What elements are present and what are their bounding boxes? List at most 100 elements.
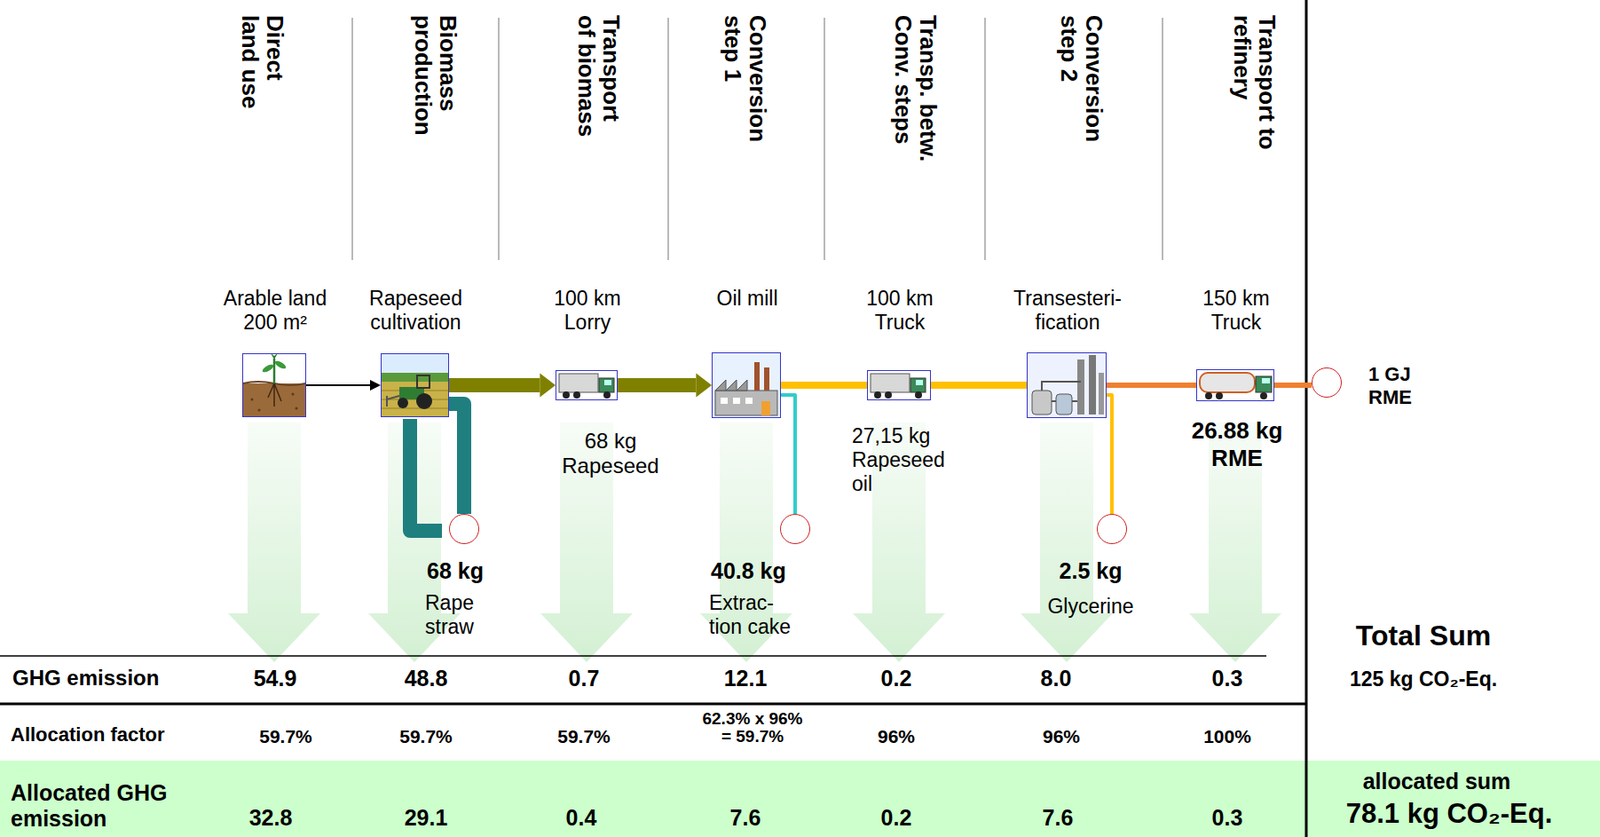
drawing-part bbox=[258, 409, 261, 412]
label-holder: Allocation factor bbox=[10, 723, 224, 747]
label-holder: 96% bbox=[851, 725, 941, 749]
label-holder: 0.4 bbox=[536, 804, 626, 832]
output-label: Glycerine bbox=[1028, 594, 1153, 619]
label-holder: 125 kg CO₂-Eq. bbox=[1316, 667, 1530, 692]
label-holder: Oil mill bbox=[685, 286, 810, 311]
process-box: Arable land 200 m² bbox=[242, 353, 307, 418]
label-holder: 62.3% x 96% = 59.7% bbox=[697, 709, 809, 746]
flow-connector bbox=[306, 384, 371, 387]
drawing-part bbox=[1020, 422, 1113, 663]
label-holder: 1 GJ RME bbox=[1368, 362, 1424, 410]
label-holder: allocated sum bbox=[1321, 768, 1553, 796]
label-holder: Rape straw bbox=[425, 591, 497, 639]
row-header: GHG emission bbox=[12, 665, 217, 691]
drawing-part bbox=[1255, 376, 1272, 393]
flow-connector bbox=[1106, 382, 1197, 388]
column-header: Biomass production bbox=[410, 15, 461, 144]
drawing-part bbox=[984, 17, 986, 261]
output-circle: 40.8 kgExtrac-tion cake bbox=[780, 513, 811, 544]
process-box: 100 km Truck bbox=[866, 370, 931, 401]
drawing-part bbox=[1161, 17, 1163, 261]
drawing-part bbox=[417, 375, 430, 388]
label-holder: Total Sum bbox=[1316, 619, 1530, 654]
drawing-part bbox=[874, 391, 882, 399]
label-holder: Extrac-tion cake bbox=[709, 591, 798, 639]
label-holder: 100% bbox=[1182, 725, 1272, 749]
drawing-part bbox=[251, 398, 254, 402]
label-holder: Transesteri-fication bbox=[1005, 286, 1130, 335]
process-box: 150 km Truck bbox=[1196, 369, 1275, 402]
label-holder: 59.7% bbox=[381, 725, 471, 749]
label-holder: 59.7% bbox=[539, 725, 629, 749]
drawing-part bbox=[915, 379, 923, 386]
process-label: 100 km Lorry bbox=[534, 286, 641, 335]
drawing-part bbox=[1260, 392, 1268, 400]
oil-mill-icon bbox=[711, 352, 781, 418]
row-header: Allocated GHG emission bbox=[10, 780, 189, 832]
table-cell: 0.2 bbox=[851, 804, 941, 832]
table-cell: 100% bbox=[1182, 725, 1272, 749]
label-holder: 0.2 bbox=[851, 665, 941, 693]
drawing-part bbox=[573, 391, 581, 399]
drawing-part bbox=[416, 393, 433, 410]
drawing-part bbox=[866, 370, 931, 401]
drawing-part bbox=[555, 370, 618, 401]
flow-connector bbox=[780, 394, 796, 514]
flow-connector bbox=[930, 381, 1027, 389]
column-header: Conversion step 2 bbox=[1056, 15, 1107, 158]
drawing-part bbox=[386, 395, 400, 407]
process-box: Oil mill bbox=[711, 352, 781, 418]
drawing-part bbox=[291, 393, 295, 396]
label-holder: Conversion step 2 bbox=[1056, 15, 1107, 158]
sum-value: 125 kg CO₂-Eq. bbox=[1316, 667, 1530, 692]
land-icon bbox=[242, 353, 307, 418]
label-holder: 96% bbox=[1016, 725, 1106, 749]
label-holder: 68 kg Rapeseed bbox=[557, 428, 664, 480]
table-cell: 0.4 bbox=[536, 804, 626, 832]
allocated-band bbox=[0, 760, 1600, 837]
column-header: Transp. betw. Conv. steps bbox=[890, 15, 941, 171]
table-cell: 96% bbox=[1016, 725, 1106, 749]
drawing-part bbox=[754, 362, 760, 391]
sum-heading: allocated sum bbox=[1321, 768, 1553, 796]
drawing-part bbox=[260, 362, 275, 374]
table-cell: 12.1 bbox=[701, 665, 790, 693]
output-circle: 68 kgRape straw bbox=[449, 513, 480, 544]
drawing-part bbox=[1056, 394, 1072, 415]
output-label: 1 GJ RME bbox=[1368, 362, 1424, 410]
transesterification-icon bbox=[1026, 352, 1107, 418]
drawing-part bbox=[497, 17, 499, 261]
drawing-part bbox=[559, 373, 599, 393]
label-holder: 12.1 bbox=[701, 665, 790, 693]
sum-divider bbox=[1305, 0, 1309, 837]
table-cell: 0.7 bbox=[539, 665, 629, 693]
label-holder: Direct land use bbox=[237, 15, 288, 122]
drawing-part bbox=[1032, 390, 1052, 415]
label-holder: 2.5 kg bbox=[1028, 558, 1153, 585]
cultivation-icon bbox=[380, 353, 450, 418]
label-holder: 27,15 kg Rapeseed oil bbox=[851, 424, 954, 497]
table-cell: 48.8 bbox=[381, 665, 471, 693]
label-holder: Transp. betw. Conv. steps bbox=[890, 15, 941, 171]
table-cell: 0.3 bbox=[1182, 665, 1272, 693]
table-cell: 59.7% bbox=[539, 725, 629, 749]
drawing-part bbox=[667, 17, 669, 261]
label-holder: 7.6 bbox=[1013, 804, 1103, 832]
drawing-part bbox=[715, 390, 778, 416]
label-holder: 0.7 bbox=[539, 665, 629, 693]
process-label: Rapeseed cultivation bbox=[354, 286, 479, 335]
drawing-part bbox=[397, 397, 409, 409]
output-circle: 1 GJ RME bbox=[1311, 367, 1342, 398]
column-header: Conversion step 1 bbox=[720, 15, 771, 158]
drawing-part bbox=[351, 17, 353, 261]
emission-arrows bbox=[228, 422, 1282, 663]
drawing-part bbox=[733, 397, 741, 404]
drawing-part bbox=[599, 378, 615, 393]
drawing-part bbox=[273, 359, 287, 371]
label-holder: 32.8 bbox=[226, 804, 316, 832]
lorry-icon bbox=[555, 370, 618, 401]
label-holder: Glycerine bbox=[1028, 594, 1153, 619]
output-circle: 2.5 kgGlycerine bbox=[1096, 513, 1128, 544]
